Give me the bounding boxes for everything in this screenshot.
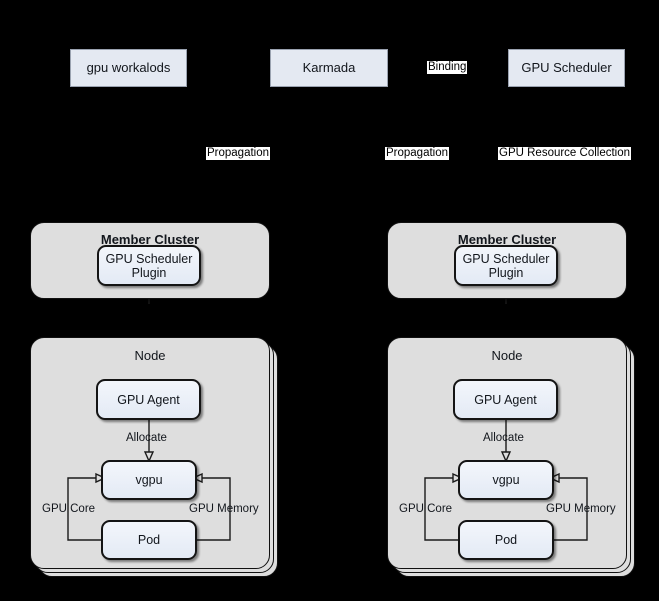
vgpu-left-label: vgpu — [135, 473, 163, 487]
box-gpu-workloads-label: gpu workalods — [86, 59, 171, 75]
label-allocate-left-text: Allocate — [126, 432, 167, 444]
gpu-agent-right-label: GPU Agent — [474, 392, 537, 407]
box-karmada[interactable]: Karmada — [270, 49, 388, 87]
box-karmada-label: Karmada — [302, 59, 356, 75]
label-binding: Binding — [427, 61, 468, 74]
box-gpu-workloads[interactable]: gpu workalods — [70, 49, 187, 87]
label-gpu-core-right: GPU Core — [398, 503, 453, 516]
member-cluster-right[interactable]: Member Cluster — [387, 222, 627, 299]
vgpu-left[interactable]: vgpu — [101, 460, 197, 500]
label-allocate-right: Allocate — [482, 432, 525, 445]
gpu-scheduler-plugin-right-line2: Plugin — [488, 265, 524, 280]
label-gpu-memory-left: GPU Memory — [188, 503, 260, 516]
label-propagation-left: Propagation — [206, 147, 271, 160]
gpu-scheduler-plugin-right[interactable]: GPU Scheduler Plugin — [454, 245, 558, 286]
node-left-title: Node — [134, 348, 166, 363]
gpu-scheduler-plugin-right-line1: GPU Scheduler — [462, 251, 550, 266]
pod-left[interactable]: Pod — [101, 520, 197, 560]
gpu-scheduler-plugin-left-line1: GPU Scheduler — [105, 251, 193, 266]
label-gpu-core-right-text: GPU Core — [399, 503, 453, 515]
label-propagation-right-text: Propagation — [386, 147, 449, 159]
label-gpu-core-left-text: GPU Core — [42, 503, 96, 515]
label-gpu-memory-left-text: GPU Memory — [189, 503, 259, 515]
label-allocate-left: Allocate — [125, 432, 168, 445]
box-gpu-scheduler-label: GPU Scheduler — [521, 59, 612, 75]
label-gpu-core-left: GPU Core — [41, 503, 96, 516]
label-propagation-left-text: Propagation — [207, 147, 270, 159]
gpu-scheduler-plugin-left-line2: Plugin — [131, 265, 167, 280]
label-allocate-right-text: Allocate — [483, 432, 524, 444]
gpu-agent-left[interactable]: GPU Agent — [96, 379, 201, 420]
member-cluster-right-title: Member Cluster — [457, 232, 557, 247]
label-gpu-resource-collection-text: GPU Resource Collection — [499, 147, 631, 159]
label-propagation-right: Propagation — [385, 147, 450, 160]
vgpu-right-label: vgpu — [492, 473, 520, 487]
member-cluster-left-title: Member Cluster — [100, 232, 200, 247]
gpu-agent-right[interactable]: GPU Agent — [453, 379, 558, 420]
gpu-scheduler-plugin-left[interactable]: GPU Scheduler Plugin — [97, 245, 201, 286]
label-gpu-resource-collection: GPU Resource Collection — [498, 147, 632, 160]
pod-right[interactable]: Pod — [458, 520, 554, 560]
box-gpu-scheduler[interactable]: GPU Scheduler — [508, 49, 625, 87]
node-right-title: Node — [491, 348, 523, 363]
label-gpu-memory-right: GPU Memory — [545, 503, 617, 516]
vgpu-right[interactable]: vgpu — [458, 460, 554, 500]
label-gpu-memory-right-text: GPU Memory — [546, 503, 616, 515]
label-binding-text: Binding — [428, 61, 467, 73]
gpu-agent-left-label: GPU Agent — [117, 392, 180, 407]
pod-left-label: Pod — [137, 533, 161, 547]
pod-right-label: Pod — [494, 533, 518, 547]
